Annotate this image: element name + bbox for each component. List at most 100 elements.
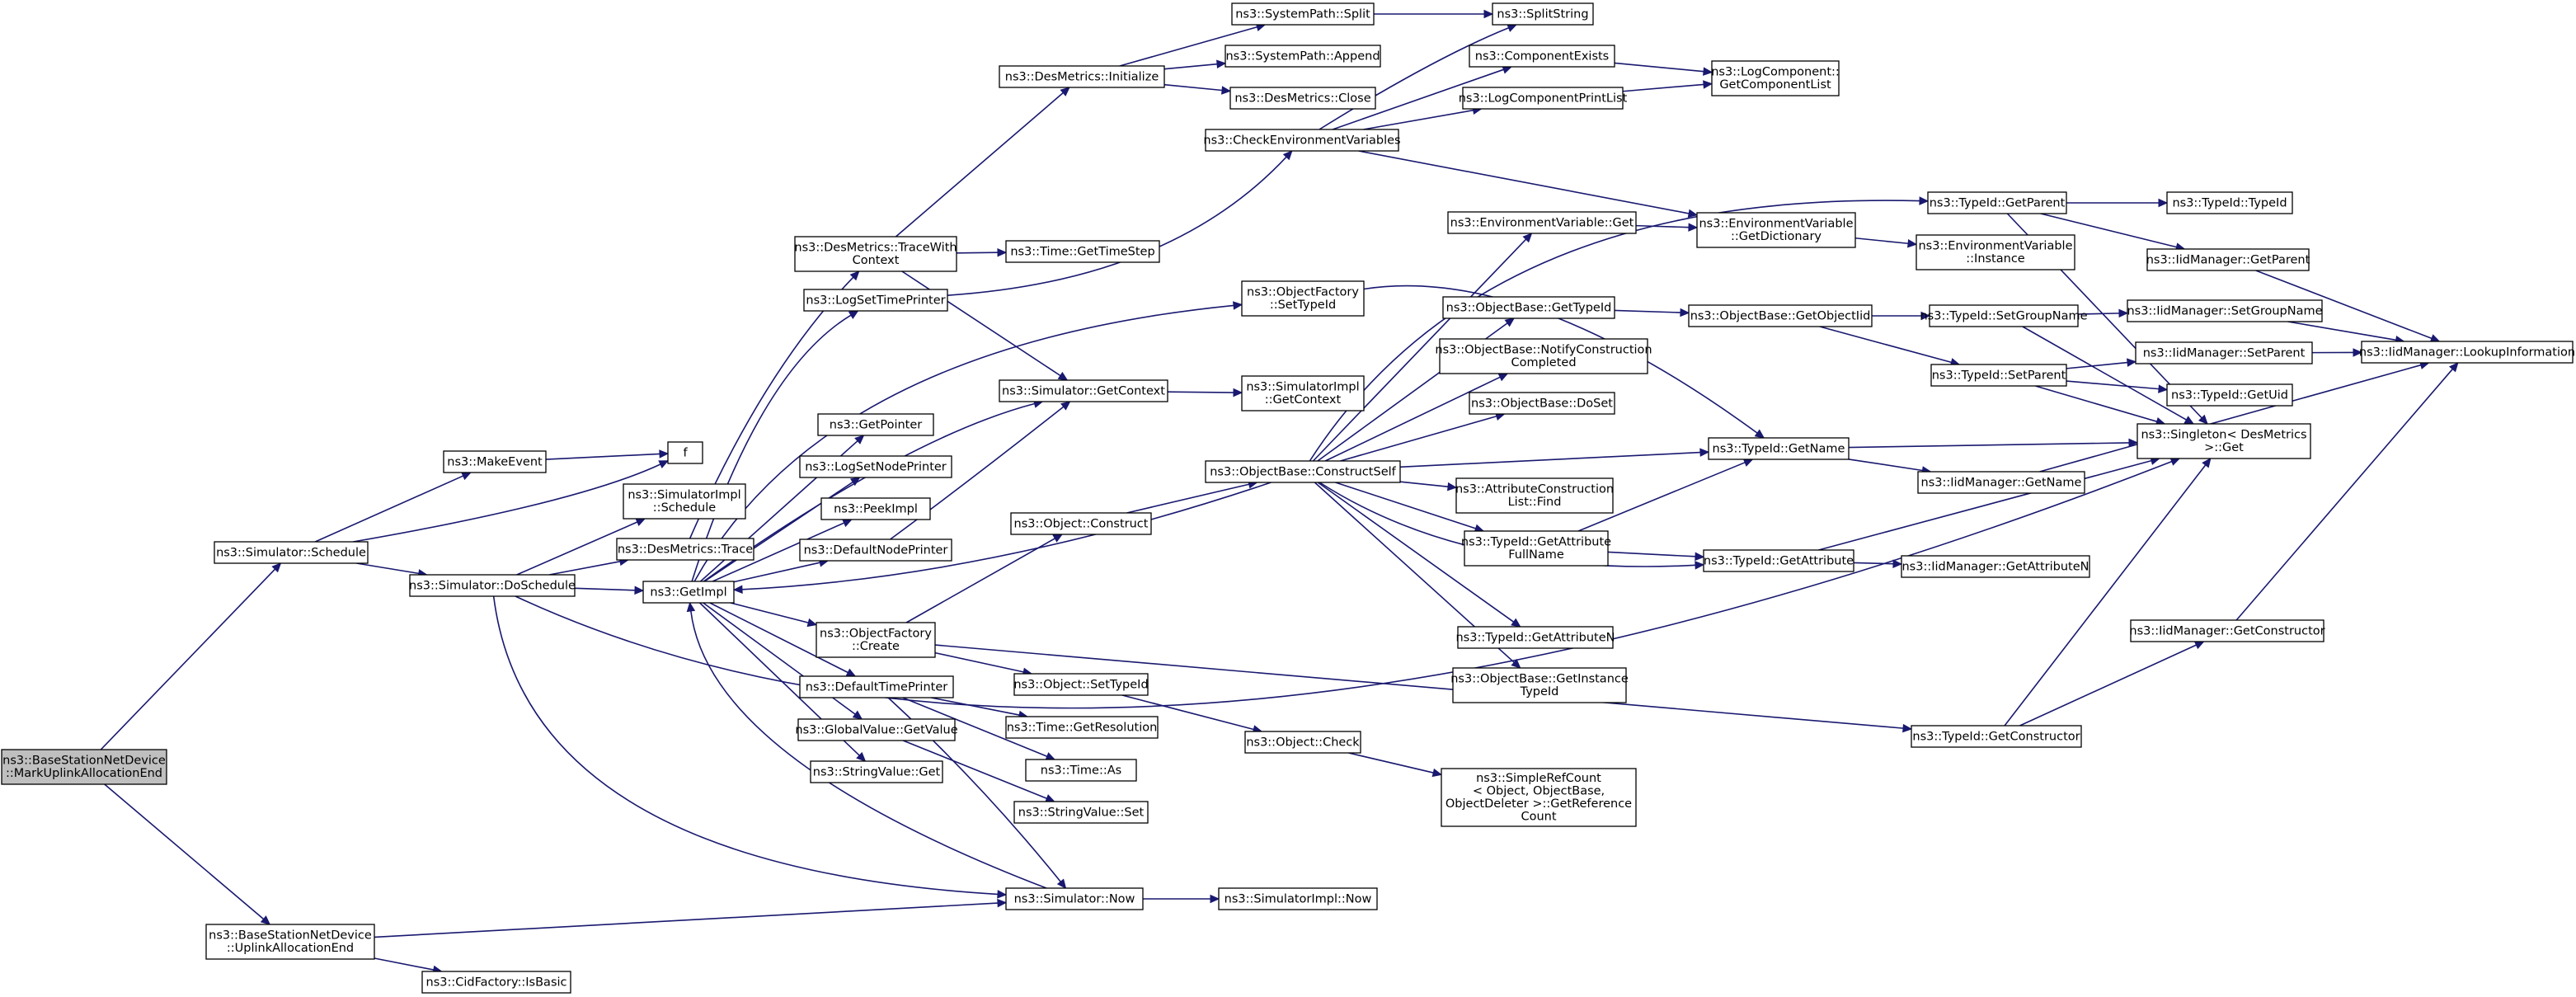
node-logcomponentprintlist[interactable]: ns3::LogComponentPrintList — [1459, 87, 1628, 110]
node-envvar-instance[interactable]: ns3::EnvironmentVariable::Instance — [1916, 234, 2075, 270]
node-objbase-doset[interactable]: ns3::ObjectBase::DoSet — [1469, 392, 1615, 415]
node-iidmanager-setgroupname[interactable]: ns3::IidManager::SetGroupName — [2127, 299, 2323, 322]
node-getpointer[interactable]: ns3::GetPointer — [817, 413, 934, 436]
node-des-close[interactable]: ns3::DesMetrics::Close — [1229, 87, 1376, 110]
node-box — [409, 574, 576, 597]
node-objfactory-create[interactable]: ns3::ObjectFactory::Create — [816, 622, 936, 658]
node-logsetnodeprinter[interactable]: ns3::LogSetNodePrinter — [799, 455, 952, 478]
arrowhead — [2202, 458, 2212, 468]
node-systempath-split[interactable]: ns3::SystemPath::Split — [1231, 2, 1375, 26]
node-typeid-getname[interactable]: ns3::TypeId::GetName — [1708, 437, 1850, 460]
call-edges — [100, 9, 2459, 975]
arrowhead — [2169, 457, 2181, 466]
node-checkenv[interactable]: ns3::CheckEnvironmentVariables — [1203, 129, 1401, 152]
node-label: ns3::IidManager::LookupInformation — [2359, 346, 2575, 359]
node-object-check[interactable]: ns3::Object::Check — [1244, 731, 1361, 754]
node-stringvalue-get[interactable]: ns3::StringValue::Get — [810, 760, 943, 783]
node-singleton-get[interactable]: ns3::Singleton< DesMetrics >::Get — [2136, 423, 2311, 459]
node-simplerefcount[interactable]: ns3::SimpleRefCount< Object, ObjectBase,… — [1441, 768, 1637, 827]
node-box — [799, 455, 952, 478]
node-getimpl[interactable]: ns3::GetImpl — [642, 581, 735, 604]
node-label: ns3::DesMetrics::Initialize — [1005, 70, 1159, 83]
node-typeid-typeid[interactable]: ns3::TypeId::TypeId — [2166, 191, 2293, 214]
node-typeid-setparent[interactable]: ns3::TypeId::SetParent — [1930, 364, 2067, 387]
node-envvar-get[interactable]: ns3::EnvironmentVariable::Get — [1447, 211, 1637, 234]
node-label: ns3::ObjectFactory — [820, 628, 932, 641]
node-sim-now[interactable]: ns3::Simulator::Now — [1005, 887, 1144, 910]
node-root[interactable]: ns3::BaseStationNetDevice::MarkUplinkAll… — [1, 749, 167, 785]
node-label: ::Create — [852, 640, 900, 653]
node-objbase-notify[interactable]: ns3::ObjectBase::NotifyConstructionCompl… — [1435, 338, 1652, 374]
node-simimpl-now[interactable]: ns3::SimulatorImpl::Now — [1218, 887, 1378, 910]
edge-iidmanager_getconstructor-to-iidmanager_lookupinformation — [2235, 369, 2453, 621]
node-bs-uplink[interactable]: ns3::BaseStationNetDevice::UplinkAllocat… — [205, 924, 375, 960]
node-objbase-constructself[interactable]: ns3::ObjectBase::ConstructSelf — [1205, 460, 1401, 483]
node-sim-schedule[interactable]: ns3::Simulator::Schedule — [214, 541, 369, 564]
node-iidmanager-getattributen[interactable]: ns3::IidManager::GetAttributeN — [1901, 555, 2090, 578]
node-des-trace[interactable]: ns3::DesMetrics::Trace — [616, 538, 754, 561]
node-objbase-getobjectiid[interactable]: ns3::ObjectBase::GetObjectIid — [1688, 304, 1873, 327]
node-simimpl-getcontext[interactable]: ns3::SimulatorImpl::GetContext — [1241, 375, 1365, 411]
arrowhead — [732, 585, 743, 595]
node-iidmanager-getparent[interactable]: ns3::IidManager::GetParent — [2146, 248, 2310, 271]
node-f[interactable]: f — [667, 441, 703, 464]
edge-getimpl-to-defaultnodeprinter — [733, 562, 820, 583]
node-box — [1457, 626, 1614, 649]
node-iidmanager-getconstructor[interactable]: ns3::IidManager::GetConstructor — [2129, 619, 2325, 642]
node-systempath-append[interactable]: ns3::SystemPath::Append — [1225, 45, 1381, 68]
node-defaultnodeprinter[interactable]: ns3::DefaultNodePrinter — [799, 538, 952, 562]
node-label: ns3::GlobalValue::GetValue — [795, 723, 957, 736]
node-objbase-gettypeid[interactable]: ns3::ObjectBase::GetTypeId — [1442, 296, 1615, 319]
node-iidmanager-lookupinformation[interactable]: ns3::IidManager::LookupInformation — [2359, 341, 2575, 364]
edge-checkenv-to-componentexists — [1332, 68, 1504, 130]
node-label: ns3::Object::Check — [1246, 736, 1360, 749]
node-sim-doschedule[interactable]: ns3::Simulator::DoSchedule — [409, 574, 576, 597]
edge-objbase_constructself-to-envvar_get — [1312, 238, 1527, 462]
edge-getimpl-to-logsettimeprinter — [691, 314, 852, 582]
node-typeid-getconstructor[interactable]: ns3::TypeId::GetConstructor — [1911, 725, 2082, 748]
arrowhead — [2127, 358, 2137, 367]
node-time-as[interactable]: ns3::Time::As — [1025, 759, 1137, 782]
node-splitstring[interactable]: ns3::SplitString — [1492, 2, 1594, 26]
node-box — [1013, 673, 1149, 696]
node-typeid-getuid[interactable]: ns3::TypeId::GetUid — [2166, 383, 2293, 407]
node-globalvalue-getvalue[interactable]: ns3::GlobalValue::GetValue — [795, 718, 958, 741]
node-componentexists[interactable]: ns3::ComponentExists — [1469, 45, 1615, 68]
node-logcomponent-getlist[interactable]: ns3::LogComponent::GetComponentList — [1711, 60, 1840, 96]
node-typeid-getparent[interactable]: ns3::TypeId::GetParent — [1927, 191, 2067, 214]
node-peekimpl[interactable]: ns3::PeekImpl — [820, 497, 931, 520]
node-sim-getcontext[interactable]: ns3::Simulator::GetContext — [999, 379, 1168, 402]
node-box — [1205, 460, 1401, 483]
node-des-initialize[interactable]: ns3::DesMetrics::Initialize — [999, 65, 1165, 88]
arrowhead — [1431, 768, 1443, 778]
node-typeid-setgroupname[interactable]: ns3::TypeId::SetGroupName — [1920, 304, 2088, 327]
node-defaulttimeprinter[interactable]: ns3::DefaultTimePrinter — [799, 675, 954, 698]
edge-objbase_getobjectiid-to-typeid_setparent — [1819, 326, 1952, 364]
node-object-construct[interactable]: ns3::Object::Construct — [1010, 512, 1152, 535]
node-iidmanager-getname[interactable]: ns3::IidManager::GetName — [1917, 471, 2085, 494]
node-label: ns3::SimulatorImpl — [1246, 381, 1359, 394]
node-label: ns3::GetPointer — [830, 418, 923, 431]
node-label: GetComponentList — [1719, 78, 1831, 92]
edge-typeid_setparent-to-typeid_getuid — [2066, 380, 2160, 390]
node-cid-isbasic[interactable]: ns3::CidFactory::IsBasic — [421, 971, 571, 994]
node-object-settypeid[interactable]: ns3::Object::SetTypeId — [1013, 673, 1149, 696]
node-envvar-getdictionary[interactable]: ns3::EnvironmentVariable::GetDictionary — [1696, 212, 1856, 248]
node-simimpl-schedule[interactable]: ns3::SimulatorImpl::Schedule — [623, 483, 746, 520]
node-typeid-getattribute[interactable]: ns3::TypeId::GetAttribute — [1703, 549, 1854, 572]
node-time-gettimestep[interactable]: ns3::Time::GetTimeStep — [1005, 240, 1160, 263]
node-objfactory-settypeid[interactable]: ns3::ObjectFactory::SetTypeId — [1241, 280, 1365, 317]
node-stringvalue-set[interactable]: ns3::StringValue::Set — [1013, 801, 1149, 824]
node-box — [1917, 471, 2085, 494]
node-typeid-getattributen[interactable]: ns3::TypeId::GetAttributeN — [1455, 626, 1615, 649]
edge-sim_schedule-to-f — [353, 463, 661, 543]
node-label: < Object, ObjectBase, — [1473, 785, 1605, 798]
node-time-getresolution[interactable]: ns3::Time::GetResolution — [1005, 716, 1159, 739]
node-iidmanager-setparent[interactable]: ns3::IidManager::SetParent — [2135, 341, 2313, 364]
node-logsettimeprinter[interactable]: ns3::LogSetTimePrinter — [803, 289, 948, 312]
node-make-event[interactable]: ns3::MakeEvent — [443, 450, 547, 473]
